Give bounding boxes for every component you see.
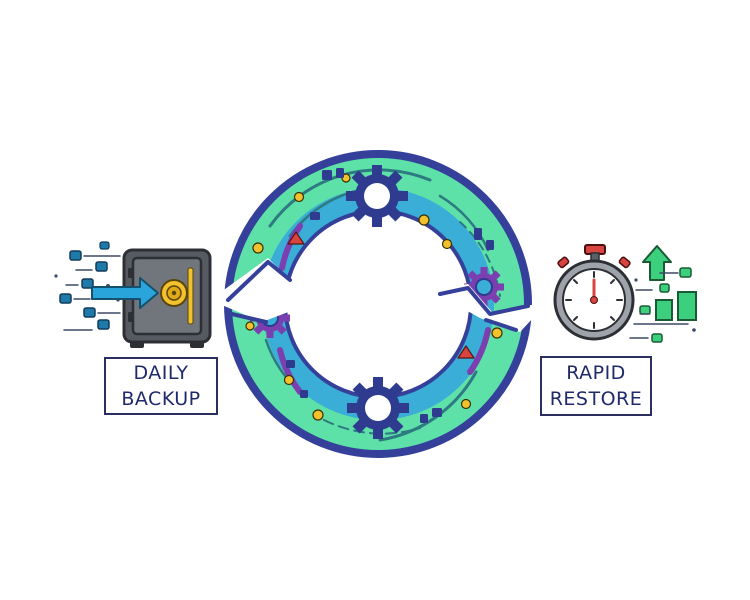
data-chips-right	[629, 267, 696, 343]
safe-group	[54, 241, 212, 348]
data-chip-icon	[83, 307, 96, 318]
data-chip-icon	[651, 333, 663, 343]
data-chips-left	[54, 241, 121, 331]
gear-icon	[347, 377, 409, 439]
bar-chart-icon	[655, 291, 697, 321]
data-chip-icon	[59, 293, 72, 304]
rapid-restore-label-line1: RAPID	[566, 362, 626, 384]
data-chip-icon	[639, 305, 651, 315]
data-chip-icon	[99, 241, 110, 250]
rapid-restore-label: RAPID RESTORE	[540, 356, 652, 416]
data-chip-icon	[659, 283, 670, 293]
data-chip-icon	[81, 278, 94, 289]
arrow-right-icon	[91, 277, 159, 309]
stopwatch-group	[553, 244, 697, 343]
gear-icon	[464, 267, 504, 307]
data-chip-icon	[69, 250, 82, 261]
arrow-up-icon	[642, 245, 672, 281]
daily-backup-label-line1: DAILY	[133, 362, 189, 384]
rapid-restore-label-line2: RESTORE	[549, 388, 643, 410]
gear-icon	[346, 165, 408, 227]
daily-backup-label-line2: BACKUP	[121, 388, 201, 410]
data-chip-icon	[97, 319, 110, 330]
data-chip-icon	[95, 261, 108, 272]
daily-backup-label: DAILY BACKUP	[104, 357, 218, 415]
data-chip-icon	[679, 267, 692, 278]
sync-cycle-icon	[224, 150, 532, 458]
ring-split-edges	[226, 260, 530, 332]
